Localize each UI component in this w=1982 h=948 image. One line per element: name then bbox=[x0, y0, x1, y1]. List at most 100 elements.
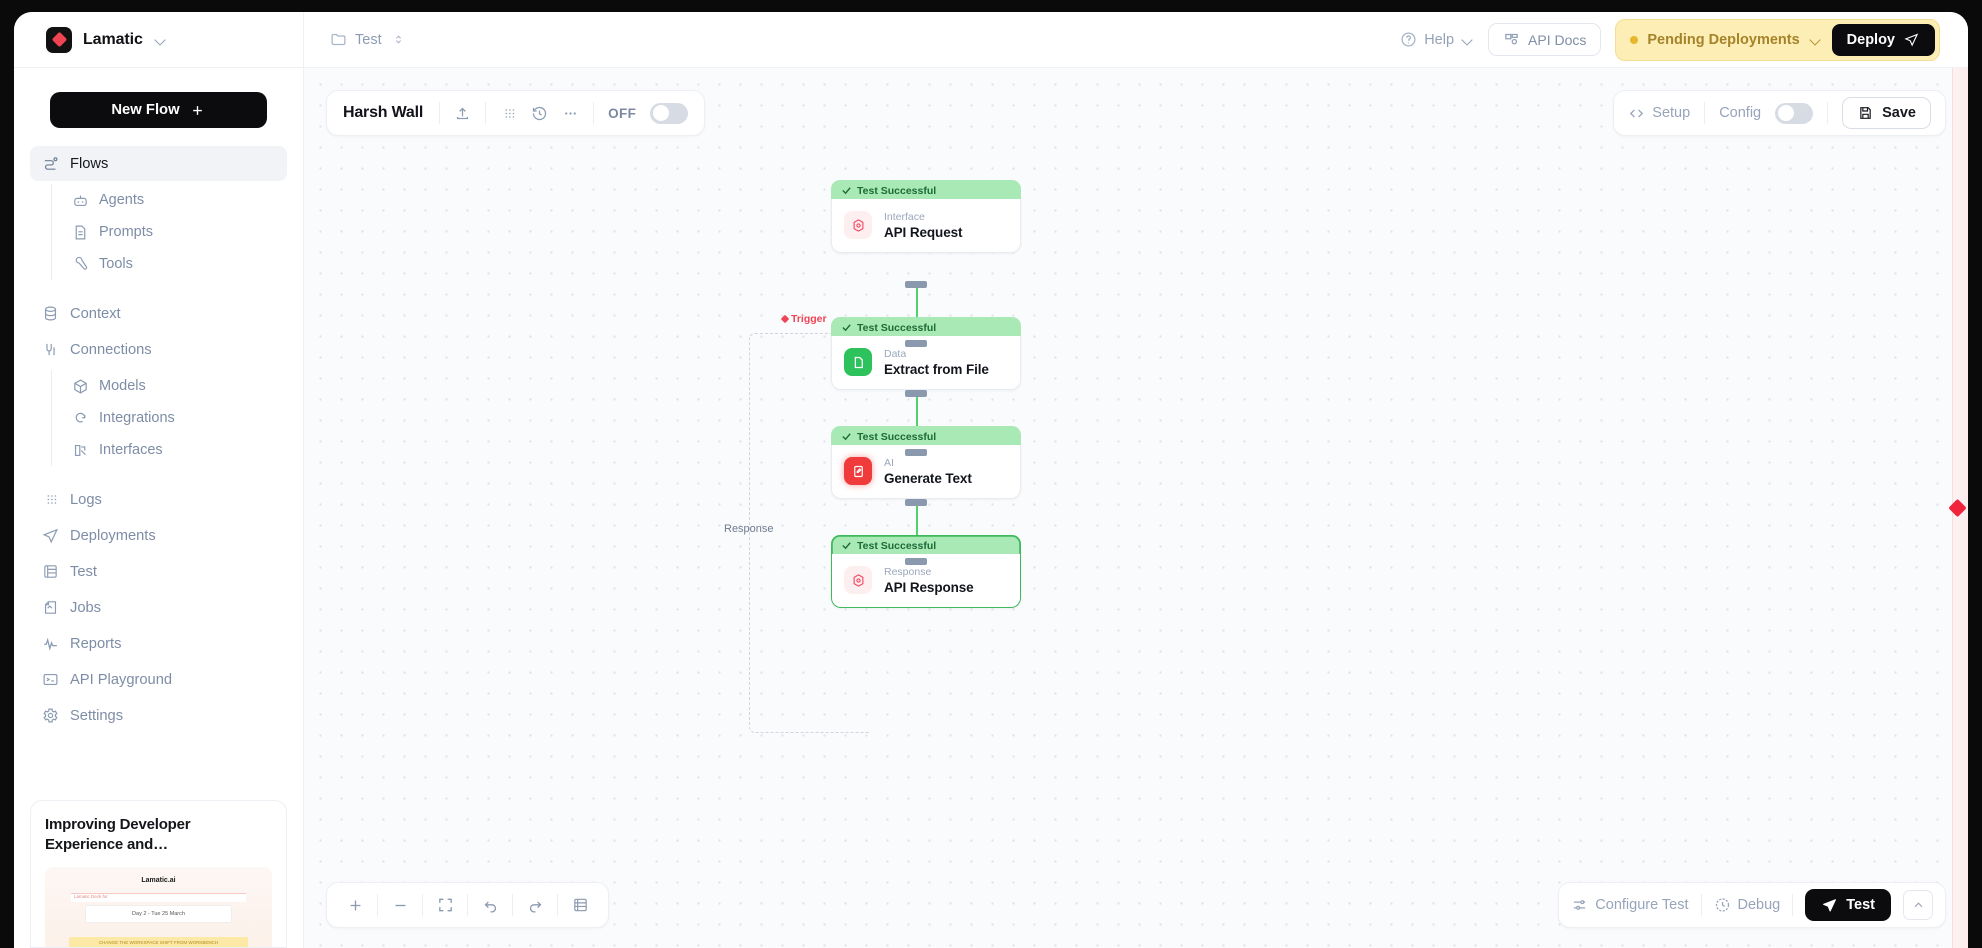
history-icon[interactable] bbox=[531, 104, 548, 123]
trigger-label-text: Trigger bbox=[791, 313, 827, 325]
flow-canvas[interactable]: Harsh Wall OFF bbox=[304, 68, 1968, 948]
reports-icon bbox=[44, 637, 57, 651]
debug-button[interactable]: Debug bbox=[1714, 896, 1780, 914]
flow-title: Harsh Wall bbox=[343, 104, 424, 121]
sidebar-item-flows[interactable]: Flows bbox=[30, 146, 287, 181]
config-toggle[interactable] bbox=[1775, 102, 1814, 124]
configure-test-button[interactable]: Configure Test bbox=[1571, 896, 1689, 914]
document-icon bbox=[75, 225, 86, 239]
chevron-up-down-icon[interactable] bbox=[390, 33, 407, 46]
gear-icon bbox=[43, 708, 58, 723]
breadcrumb[interactable]: Test bbox=[304, 31, 407, 48]
edge-handle[interactable] bbox=[905, 558, 927, 565]
sidebar-item-models[interactable]: Models bbox=[62, 370, 287, 402]
deploy-button[interactable]: Deploy bbox=[1831, 23, 1935, 56]
table-icon[interactable] bbox=[558, 883, 602, 927]
check-icon bbox=[842, 433, 851, 441]
sidebar-item-connections[interactable]: Connections bbox=[30, 332, 287, 367]
divider bbox=[1700, 894, 1702, 916]
sidebar-item-label: Integrations bbox=[99, 410, 175, 426]
edge-handle[interactable] bbox=[905, 449, 927, 456]
sidebar-item-label: Test bbox=[70, 563, 97, 580]
node-card[interactable]: Interface API Request bbox=[831, 199, 1021, 253]
flow-enabled-toggle[interactable] bbox=[650, 102, 689, 124]
new-flow-button[interactable]: New Flow bbox=[50, 92, 267, 128]
node-status-banner: Test Successful bbox=[831, 535, 1021, 556]
divider bbox=[557, 894, 558, 916]
deploy-group: Pending Deployments Deploy bbox=[1615, 18, 1940, 61]
flow-tools-toolbar: Setup Config Save bbox=[1613, 90, 1946, 136]
help-button[interactable]: Help bbox=[1400, 31, 1474, 48]
sidebar-item-label: Agents bbox=[99, 192, 145, 208]
flow-node-api-request[interactable]: Test Successful Interface API Request bbox=[831, 180, 1021, 253]
test-button[interactable]: Test bbox=[1805, 889, 1891, 921]
sidebar-item-agents[interactable]: Agents bbox=[62, 184, 287, 216]
promo-title: Improving Developer Experience and… bbox=[45, 816, 191, 854]
node-status-banner: Test Successful bbox=[831, 180, 1021, 201]
sidebar-item-interfaces[interactable]: Interfaces bbox=[62, 434, 287, 466]
spacer bbox=[30, 284, 287, 296]
sidebar-item-label: API Playground bbox=[70, 671, 173, 688]
more-icon[interactable] bbox=[562, 104, 579, 123]
node-status-banner: Test Successful bbox=[831, 317, 1021, 338]
setup-button[interactable]: Setup bbox=[1628, 105, 1690, 122]
save-button[interactable]: Save bbox=[1842, 97, 1931, 129]
edge-handle[interactable] bbox=[905, 281, 927, 288]
pending-deployments-button[interactable]: Pending Deployments bbox=[1630, 32, 1821, 48]
promo-card[interactable]: Improving Developer Experience and… Lama… bbox=[30, 800, 287, 948]
promo-thumb-bar: Lamatic Deck for bbox=[71, 892, 246, 902]
save-label: Save bbox=[1882, 105, 1916, 121]
sidebar-item-logs[interactable]: Logs bbox=[30, 482, 287, 517]
flow-node-extract-from-file[interactable]: Test Successful Data Extract from File bbox=[831, 317, 1021, 390]
sidebar-item-integrations[interactable]: Integrations bbox=[62, 402, 287, 434]
workspace-switcher[interactable]: Lamatic bbox=[14, 12, 304, 67]
flow-node-api-response[interactable]: Test Successful Response API Response bbox=[831, 535, 1021, 608]
node-text: Response API Response bbox=[884, 566, 974, 595]
sidebar-item-label: Jobs bbox=[70, 599, 102, 616]
sidebar-item-tools[interactable]: Tools bbox=[62, 248, 287, 280]
sidebar-item-label: Prompts bbox=[99, 224, 153, 240]
api-docs-button[interactable]: API Docs bbox=[1488, 23, 1602, 56]
node-status-label: Test Successful bbox=[857, 430, 937, 443]
undo-icon[interactable] bbox=[468, 883, 512, 927]
upload-icon[interactable] bbox=[454, 104, 471, 123]
promo-thumb-brand: Lamatic.ai bbox=[141, 876, 176, 884]
divider bbox=[422, 894, 423, 916]
chevron-down-icon[interactable] bbox=[154, 33, 167, 46]
divider bbox=[439, 102, 441, 124]
divider bbox=[512, 894, 513, 916]
sidebar-item-prompts[interactable]: Prompts bbox=[62, 216, 287, 248]
connections-children: Models Integrations Interfaces bbox=[51, 370, 287, 466]
redo-icon[interactable] bbox=[513, 883, 557, 927]
zoom-in-icon[interactable] bbox=[333, 883, 377, 927]
sidebar-item-jobs[interactable]: Jobs bbox=[30, 590, 287, 625]
node-card[interactable]: AI Generate Text bbox=[831, 445, 1021, 499]
sidebar-item-reports[interactable]: Reports bbox=[30, 626, 287, 661]
flow-node-generate-text[interactable]: Test Successful AI Generate Text bbox=[831, 426, 1021, 499]
edge-handle[interactable] bbox=[905, 499, 927, 506]
node-title: API Request bbox=[884, 224, 963, 240]
expand-panel-button[interactable] bbox=[1903, 890, 1933, 920]
configure-test-label: Configure Test bbox=[1595, 897, 1689, 913]
edge-handle[interactable] bbox=[905, 390, 927, 397]
fit-view-icon[interactable] bbox=[423, 883, 467, 927]
chevron-down-icon[interactable] bbox=[1809, 33, 1822, 46]
sidebar-item-settings[interactable]: Settings bbox=[30, 698, 287, 733]
sidebar-item-deployments[interactable]: Deployments bbox=[30, 518, 287, 553]
node-text: Data Extract from File bbox=[884, 348, 989, 377]
sidebar-item-context[interactable]: Context bbox=[30, 296, 287, 331]
divider bbox=[1792, 894, 1794, 916]
promo-thumbnail: Lamatic.ai Lamatic Deck for Day 2 - Tue … bbox=[45, 866, 272, 947]
flow-header-toolbar: Harsh Wall OFF bbox=[326, 90, 706, 136]
sidebar-item-label: Models bbox=[99, 378, 146, 394]
sidebar-item-test[interactable]: Test bbox=[30, 554, 287, 589]
brand-name: Lamatic bbox=[83, 30, 143, 48]
edge-handle[interactable] bbox=[905, 340, 927, 347]
logs-icon bbox=[44, 495, 57, 504]
zoom-out-icon[interactable] bbox=[378, 883, 422, 927]
sidebar-item-label: Deployments bbox=[70, 527, 156, 544]
list-icon[interactable] bbox=[500, 104, 517, 123]
sidebar-item-api-playground[interactable]: API Playground bbox=[30, 662, 287, 697]
trigger-response-path bbox=[749, 333, 869, 733]
node-status-label: Test Successful bbox=[857, 321, 937, 334]
